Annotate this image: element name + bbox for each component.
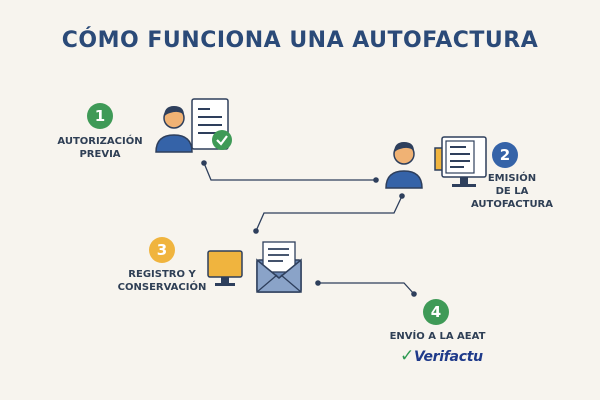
verifactu-logo: ✓Verifactu [400, 346, 483, 366]
connector-2-3 [255, 195, 403, 232]
connector-dot [373, 177, 379, 183]
envelope-icon [256, 241, 302, 293]
step-1-illustration [155, 98, 232, 153]
monitor-icon [434, 136, 487, 187]
connector-dot [201, 160, 207, 166]
connector-dot [411, 291, 417, 297]
document-check-icon [191, 98, 232, 150]
person-icon [155, 106, 193, 153]
connector-1-2 [203, 162, 376, 181]
step-2-badge: 2 [492, 142, 518, 168]
step-3-badge: 3 [149, 237, 175, 263]
page-title: CÓMO FUNCIONA UNA AUTOFACTURA [61, 28, 539, 53]
connector-dot [253, 228, 259, 234]
connector-3-4 [318, 282, 415, 295]
monitor-icon [207, 250, 243, 286]
person-icon [385, 142, 423, 189]
step-2-illustration [385, 136, 487, 189]
step-4-badge: 4 [423, 299, 449, 325]
step-1-badge: 1 [87, 103, 113, 129]
step-3-illustration [207, 241, 302, 293]
step-4-label: ENVÍO A LA AEAT [389, 331, 486, 342]
connector-dot [399, 193, 405, 199]
connector-dot [315, 280, 321, 286]
